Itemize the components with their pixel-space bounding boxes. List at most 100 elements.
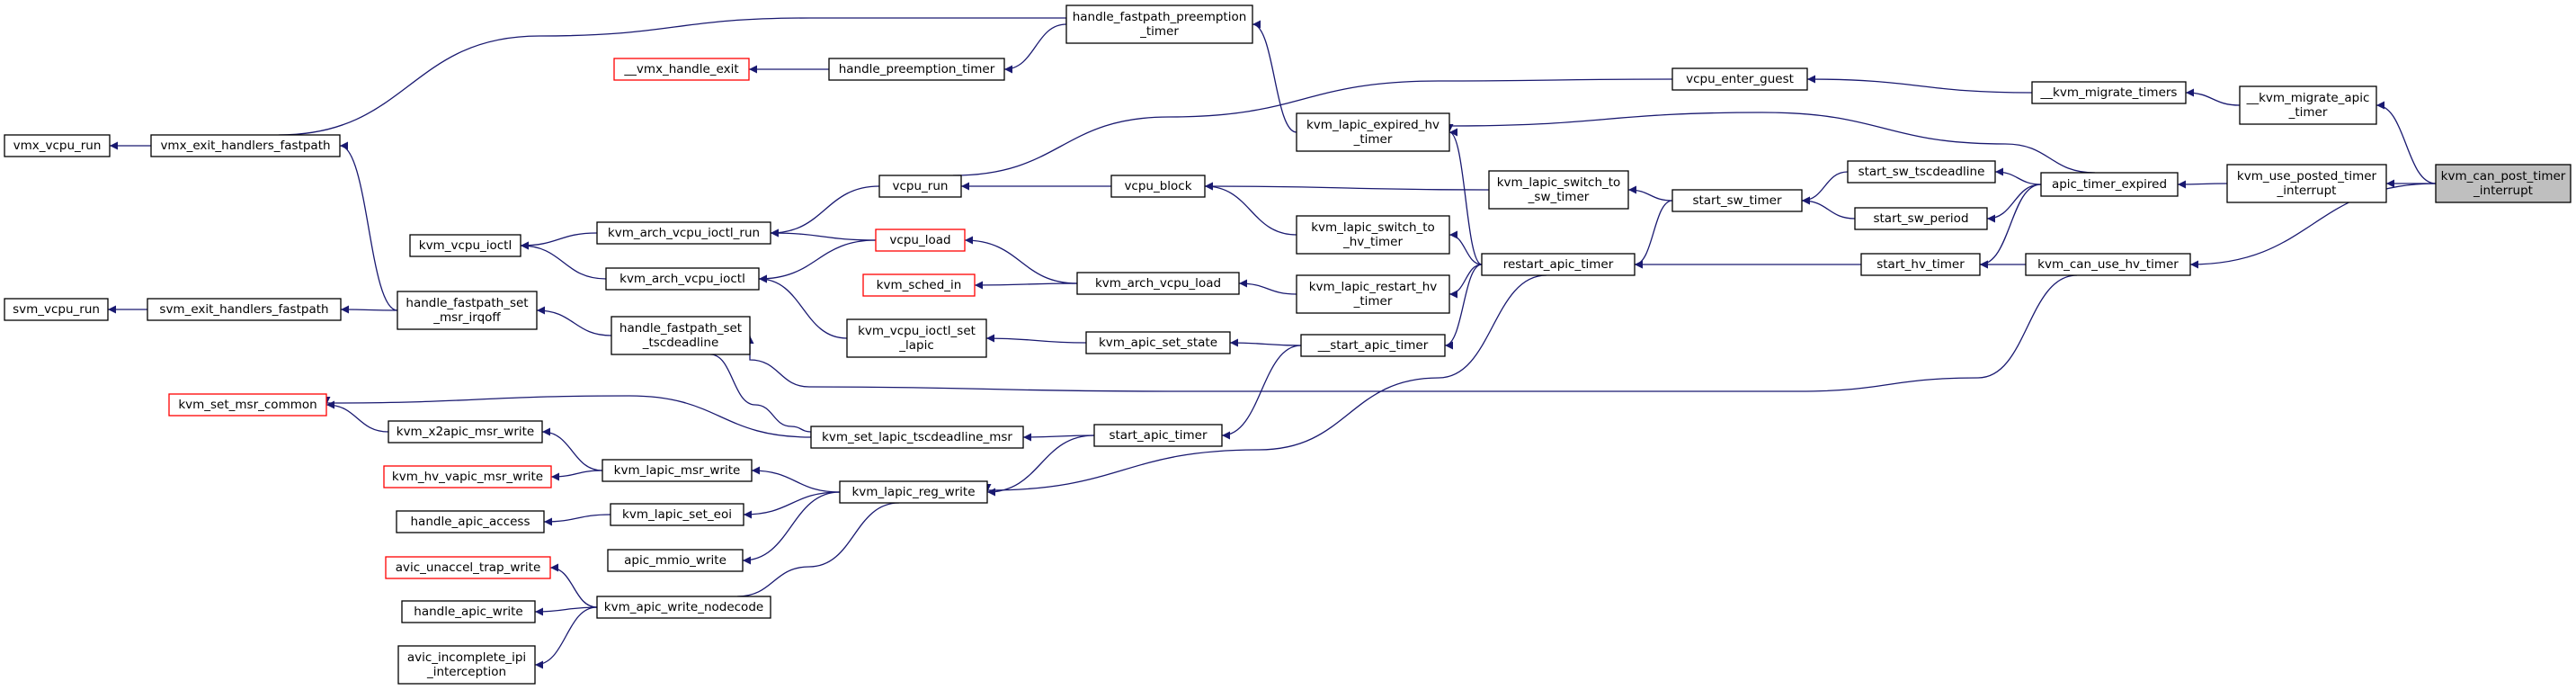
node-box: [4, 298, 109, 321]
node-label: kvm_hv_vapic_msr_write: [392, 470, 543, 484]
node-start-apic[interactable]: start_apic_timer: [1093, 424, 1223, 447]
node-nodecode[interactable]: kvm_apic_write_nodecode: [596, 596, 771, 619]
node-hv-vapic[interactable]: kvm_hv_vapic_msr_write: [383, 465, 552, 488]
node---start[interactable]: __start_apic_timer: [1300, 334, 1446, 357]
node-hfp-tscdl[interactable]: handle_fastpath_set_tscdeadline: [611, 316, 751, 355]
node-x2apic-write[interactable]: kvm_x2apic_msr_write: [388, 420, 543, 444]
node-reg-write[interactable]: kvm_lapic_reg_write: [839, 480, 988, 504]
node-label: kvm_arch_vcpu_ioctl_run: [608, 226, 760, 240]
node-sw-period[interactable]: start_sw_period: [1854, 207, 1988, 230]
node-layer: kvm_can_post_timer_interrupt __kvm_migrat…: [4, 4, 2572, 685]
node-can-use-hv[interactable]: kvm_can_use_hv_timer: [2025, 253, 2191, 276]
edge-ioctl_set_lapic-to-set_state: [985, 334, 1087, 344]
edge-arrow: [1634, 200, 1673, 269]
edge-arrow: [952, 78, 1673, 191]
node-set-msr-common[interactable]: kvm_set_msr_common: [168, 393, 327, 417]
node-svm-exit-hfp[interactable]: svm_exit_handlers_fastpath: [147, 298, 342, 321]
edge-arrow: [1979, 184, 2042, 269]
edge-arrow: [534, 606, 598, 616]
node-vcpu-ioctl[interactable]: kvm_vcpu_ioctl: [409, 234, 521, 257]
node-migrate-apic[interactable]: __kvm_migrate_apic_timer: [2239, 85, 2377, 125]
node-vcpu-load[interactable]: vcpu_load: [875, 229, 966, 252]
node-mmio-write[interactable]: apic_mmio_write: [607, 549, 744, 572]
edge-hv_vapic-to-msr_write: [550, 470, 603, 481]
node-box: [1488, 170, 1629, 210]
edge-start_hv-to-apic_timer_expired: [1979, 184, 2042, 269]
node-box: [846, 318, 987, 358]
node-label: kvm_set_msr_common: [178, 398, 316, 412]
node-start-sw[interactable]: start_sw_timer: [1671, 189, 1803, 212]
node-avic-unaccel[interactable]: avic_unaccel_trap_write: [385, 556, 551, 579]
node-handle-preempt[interactable]: handle_preemption_timer: [828, 58, 1005, 81]
node-set-state[interactable]: kvm_apic_set_state: [1085, 331, 1231, 354]
edge-vmx_exit_hfp-to-hfp_timer: [278, 17, 1067, 150]
node-expired-hv[interactable]: kvm_lapic_expired_hv_timer: [1296, 112, 1450, 152]
edge-arrow: [1252, 20, 1297, 133]
node-switch-hv[interactable]: kvm_lapic_switch_to_hv_timer: [1296, 215, 1450, 255]
node-vmx-exit-hfp[interactable]: vmx_exit_handlers_fastpath: [150, 134, 341, 157]
node-start-hv[interactable]: start_hv_timer: [1860, 253, 1981, 276]
node-switch-sw[interactable]: kvm_lapic_switch_to_sw_timer: [1488, 170, 1629, 210]
edge-arrow: [974, 281, 1078, 290]
node-root[interactable]: kvm_can_post_timer_interrupt: [2435, 164, 2572, 203]
node-vcpu-run[interactable]: vcpu_run: [878, 175, 962, 198]
node-apic-timer-expired[interactable]: apic_timer_expired: [2040, 172, 2179, 197]
edge-hfp_msr_irqoff-to-hfp_tscdl: [536, 306, 612, 336]
node-vcpu-block[interactable]: vcpu_block: [1110, 175, 1206, 198]
edge-migrate_apic-to-root: [2375, 101, 2437, 184]
node-box: [383, 465, 552, 488]
node-arch-ioctl[interactable]: kvm_arch_vcpu_ioctl: [605, 267, 760, 291]
node-avic-incomplete[interactable]: avic_incomplete_ipi_interception: [397, 645, 536, 685]
node-label: kvm_can_post_timer: [2441, 169, 2566, 184]
node-hfp-timer[interactable]: handle_fastpath_preemption_timer: [1065, 4, 1253, 44]
node-restart-hv[interactable]: kvm_lapic_restart_hv_timer: [1296, 274, 1450, 314]
node-label: kvm_lapic_expired_hv: [1306, 118, 1440, 132]
node-set-tscdl-msr[interactable]: kvm_set_lapic_tscdeadline_msr: [810, 426, 1024, 449]
node-set-eoi[interactable]: kvm_lapic_set_eoi: [610, 503, 744, 526]
node-box: [611, 316, 751, 355]
node-vmx-handle-exit[interactable]: __vmx_handle_exit: [613, 58, 750, 81]
edge-svm_exit_hfp-to-hfp_msr_irqoff: [340, 305, 398, 314]
node-migrate-timers[interactable]: __kvm_migrate_timers: [2031, 81, 2187, 104]
node-svm-vcpu-run[interactable]: svm_vcpu_run: [4, 298, 109, 321]
node-hfp-msr-irqoff[interactable]: handle_fastpath_set_msr_irqoff: [397, 291, 538, 330]
node-label: _timer: [1139, 24, 1179, 39]
node-box: [397, 645, 536, 685]
node-enter-guest[interactable]: vcpu_enter_guest: [1671, 67, 1808, 91]
node-arch-ioctl-run[interactable]: kvm_arch_vcpu_ioctl_run: [596, 221, 771, 245]
edge-arrow: [964, 236, 1078, 284]
node-label: svm_vcpu_run: [13, 302, 100, 317]
node-handle-access[interactable]: handle_apic_access: [396, 510, 545, 533]
node-sched-in[interactable]: kvm_sched_in: [862, 273, 976, 297]
node-vmx-vcpu-run[interactable]: vmx_vcpu_run: [4, 134, 111, 157]
edge-hfp_tscdl-to-can_use_hv: [745, 264, 2078, 392]
node-label: kvm_set_lapic_tscdeadline_msr: [822, 430, 1012, 444]
node-box: [607, 549, 744, 572]
node-label: kvm_sched_in: [877, 278, 962, 292]
edge-arrow: [1801, 196, 1856, 220]
node-use-posted[interactable]: kvm_use_posted_timer_interrupt: [2226, 164, 2387, 203]
node-label: _interrupt: [2473, 184, 2533, 198]
edge-reg_write-to-start_apic: [986, 435, 1095, 497]
node-handle-write[interactable]: handle_apic_write: [401, 600, 536, 623]
node-sw-tscdl[interactable]: start_sw_tscdeadline: [1847, 160, 1996, 184]
node-label: _timer: [1353, 294, 1393, 309]
edge-arrow: [1238, 279, 1297, 295]
node-arch-load[interactable]: kvm_arch_vcpu_load: [1076, 272, 1240, 295]
node-restart[interactable]: restart_apic_timer: [1481, 253, 1636, 276]
node-label: vcpu_block: [1124, 179, 1191, 193]
edge-arrow: [1229, 338, 1302, 347]
edge-arrow: [340, 305, 398, 314]
edge-arrow: [543, 514, 611, 526]
node-box: [1296, 112, 1450, 152]
edge-set_eoi-to-reg_write: [743, 491, 841, 519]
node-label: kvm_can_use_hv_timer: [2037, 257, 2179, 272]
node-box: [388, 420, 543, 444]
node-box: [1296, 274, 1450, 314]
node-ioctl-set-lapic[interactable]: kvm_vcpu_ioctl_set_lapic: [846, 318, 987, 358]
node-label: kvm_lapic_msr_write: [614, 463, 741, 478]
node-msr-write[interactable]: kvm_lapic_msr_write: [602, 459, 753, 482]
node-box: [610, 503, 744, 526]
node-label: _lapic: [898, 338, 934, 353]
